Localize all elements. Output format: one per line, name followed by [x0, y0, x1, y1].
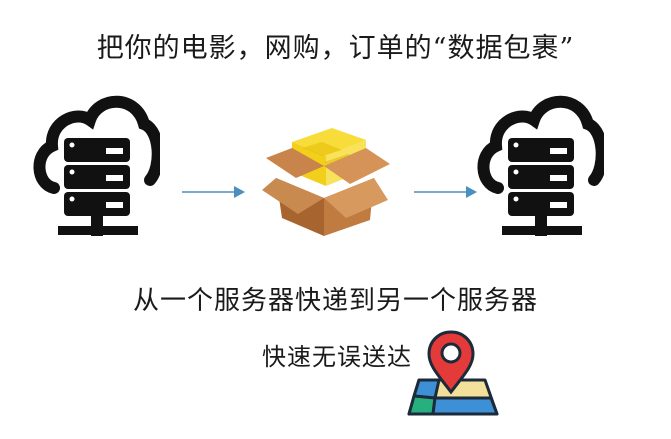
open-box-icon [262, 122, 392, 238]
subtitle-text: 从一个服务器快递到另一个服务器 [132, 286, 538, 316]
tagline-text: 快速无误送达 [262, 343, 412, 371]
destination-cloud-server-icon [476, 88, 604, 248]
arrow-right-icon [182, 184, 246, 200]
map-pin-icon [405, 328, 501, 420]
headline-title: 把你的电影，网购，订单的“数据包裹” [96, 33, 575, 64]
source-cloud-server-icon [32, 88, 160, 248]
arrow-right-icon [414, 184, 478, 200]
